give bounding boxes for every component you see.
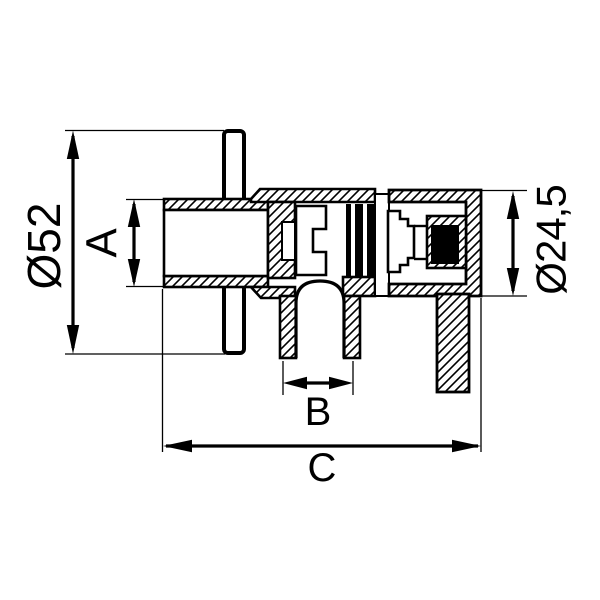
outlet-right-wall — [342, 294, 362, 360]
arrowhead-down — [506, 268, 520, 296]
body-bottom-wall — [341, 275, 377, 298]
inlet-bottom-wall — [162, 274, 270, 289]
inlet-pipe — [162, 197, 270, 289]
outlet-bore-dome — [294, 279, 346, 358]
dim-inlet-thread: A — [78, 198, 164, 288]
seat-pocket — [281, 221, 296, 261]
inlet-bore — [162, 208, 270, 278]
label-overall-width: C — [308, 446, 337, 490]
label-flange-diameter: Ø52 — [18, 203, 70, 290]
valve-seat-profile — [294, 204, 328, 277]
label-outlet-thread: B — [305, 390, 332, 434]
ceramic-disc-3 — [367, 204, 375, 276]
gland-nut-profile — [386, 209, 416, 274]
arrowhead-up — [127, 199, 141, 227]
handle-assembly — [387, 188, 483, 394]
body-top-wall — [249, 187, 377, 204]
handle-cap — [387, 188, 483, 298]
label-inlet-thread: A — [78, 228, 127, 258]
valve-cartridge — [281, 193, 429, 297]
dim-handle-diameter: Ø24,5 — [481, 185, 575, 297]
arrowhead-right — [452, 439, 481, 453]
arrowhead-down — [127, 259, 141, 287]
arrowhead-up — [66, 130, 80, 159]
label-handle-diameter: Ø24,5 — [528, 185, 575, 294]
ceramic-disc-2 — [355, 204, 363, 276]
dim-flange-diameter: Ø52 — [18, 129, 225, 355]
outlet-pipe — [278, 279, 362, 360]
handle-lever — [435, 292, 471, 394]
fixing-screw — [431, 225, 459, 264]
outlet-left-wall — [278, 294, 298, 360]
dim-outlet-thread: B — [282, 361, 354, 434]
arrowhead-left — [283, 376, 307, 390]
arrowhead-up — [506, 191, 520, 219]
arrowhead-down — [66, 325, 80, 354]
arrowhead-left — [163, 439, 192, 453]
arrowhead-right — [329, 376, 353, 390]
ceramic-disc-1 — [346, 204, 351, 276]
dim-overall-width: C — [161, 289, 482, 490]
